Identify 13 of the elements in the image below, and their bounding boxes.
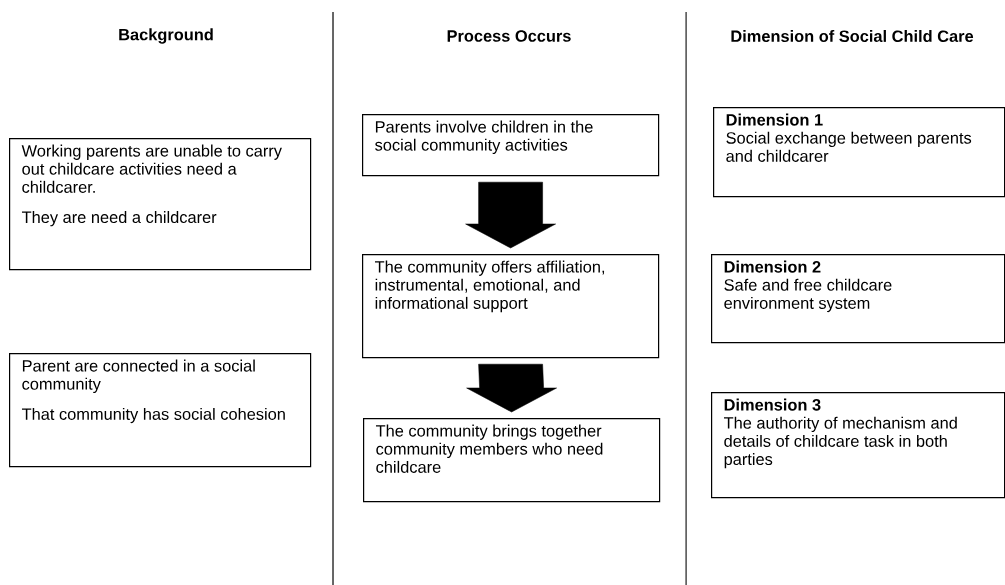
dimension-box: Dimension 3 The authority of mechanism and details of childcare task in both parties: [711, 392, 1005, 499]
text-box: Parent are connected in a social community That community has social cohesion: [9, 353, 312, 468]
dimension-box: Dimension 2 Safe and free childcare environment system: [711, 254, 1005, 344]
text-box: The community brings together community members who need childcare: [363, 418, 661, 503]
text-box: The community offers affiliation, instrumental, emotional, and informational support: [362, 254, 660, 359]
block-arrow: [465, 181, 556, 249]
column-heading: Dimension of Social Child Care: [731, 30, 974, 43]
column-heading: Background: [119, 28, 213, 44]
dimension-box: Dimension 1 Social exchange between parents and childcarer: [713, 107, 1005, 198]
text-box: Parents involve children in the social community activities: [362, 114, 660, 177]
text-box: Working parents are unable to carry out childcare activities need a childcarer. They are need a childcarer: [9, 138, 312, 271]
column-heading: Process Occurs: [447, 30, 571, 42]
block-arrow: [466, 363, 557, 413]
